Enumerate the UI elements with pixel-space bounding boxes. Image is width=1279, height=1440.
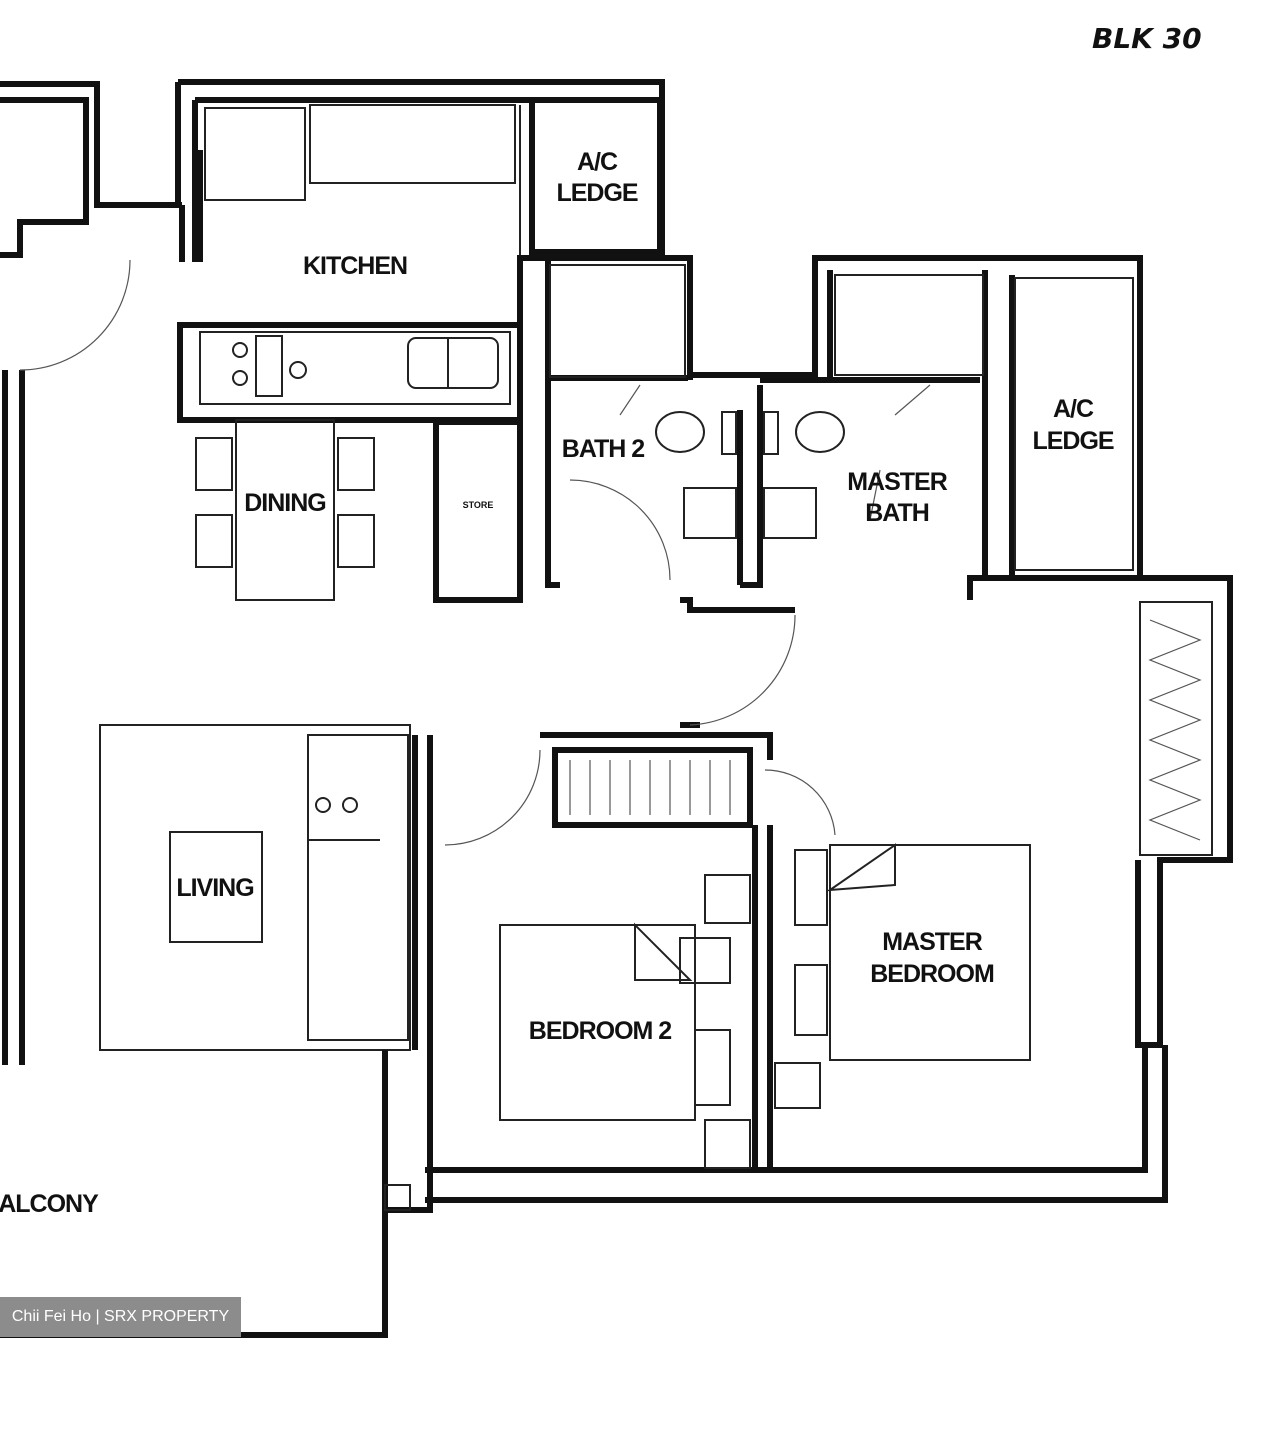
bath2-label: BATH 2	[562, 435, 645, 463]
master-bath-label-2: BATH	[865, 499, 929, 527]
block-label: BLK 30	[1092, 22, 1202, 55]
dining-label: DINING	[244, 489, 326, 517]
ac-ledge-right-label-2: LEDGE	[1032, 427, 1113, 455]
bedroom2-label: BEDROOM 2	[529, 1017, 672, 1045]
store-label: STORE	[463, 500, 494, 510]
master-bedroom-label-1: MASTER	[882, 928, 983, 956]
ac-ledge-top-label-2: LEDGE	[556, 179, 637, 207]
ac-ledge-right-label-1: A/C	[1053, 395, 1094, 423]
living-label: LIVING	[176, 874, 253, 902]
balcony-label: ALCONY	[0, 1190, 99, 1218]
master-bedroom-label-2: BEDROOM	[870, 960, 994, 988]
door-swings	[19, 259, 931, 846]
watermark: Chii Fei Ho | SRX PROPERTY	[0, 1297, 241, 1337]
kitchen-label: KITCHEN	[303, 252, 407, 280]
master-bath-label-1: MASTER	[847, 468, 948, 496]
labels: BLK 30 KITCHEN A/C LEDGE BATH 2 DINING S…	[0, 22, 1202, 1218]
walls	[0, 79, 1233, 1338]
ac-ledge-top-label-1: A/C	[577, 148, 618, 176]
